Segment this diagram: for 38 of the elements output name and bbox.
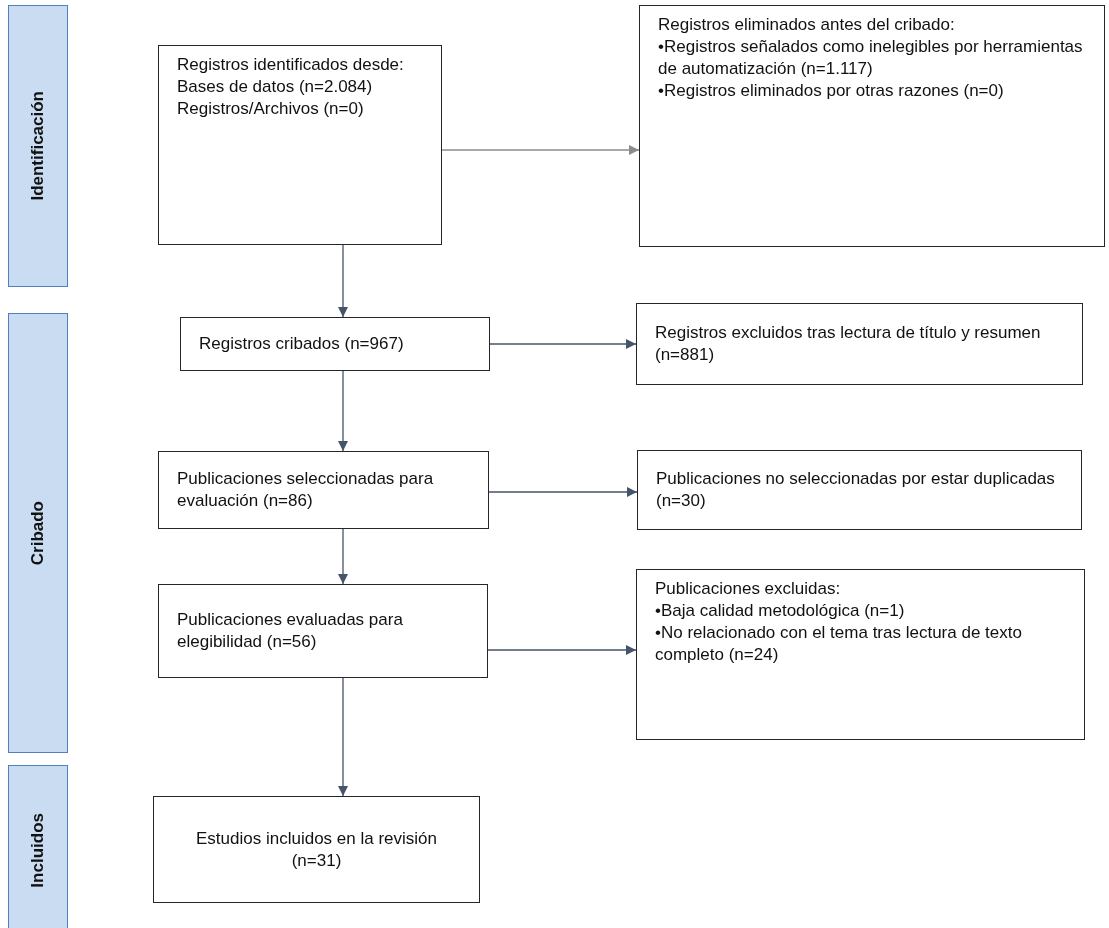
arrow	[338, 528, 348, 585]
box-text: Publicaciones no seleccionadas por estar duplicadas (n=30)	[656, 468, 1056, 512]
arrow	[489, 339, 637, 349]
box-text: Registros cribados (n=967)	[199, 333, 405, 355]
process-box	[158, 584, 488, 678]
arrow	[488, 487, 638, 497]
arrow	[338, 370, 348, 452]
process-box	[636, 303, 1083, 385]
process-box	[180, 317, 490, 371]
process-box	[158, 45, 442, 245]
process-box	[153, 796, 480, 903]
box-text: Registros excluidos tras lectura de título y resumen (n=881)	[655, 322, 1042, 366]
arrow	[487, 645, 637, 655]
stage-label: Incluidos	[28, 812, 48, 888]
box-text: •Baja calidad metodológica (n=1)	[655, 600, 906, 622]
box-text: Publicaciones excluidas:	[655, 578, 842, 600]
arrow	[338, 244, 348, 318]
box-text: Bases de datos (n=2.084)	[177, 76, 374, 98]
process-box	[637, 450, 1082, 530]
box-text: Publicaciones evaluadas para elegibilidad (n=56)	[177, 609, 404, 653]
stage-band	[8, 313, 68, 753]
arrow	[338, 677, 348, 797]
box-text: Publicaciones seleccionadas para evaluación (n=86)	[177, 468, 435, 512]
stage-band	[8, 5, 68, 287]
process-box	[636, 569, 1085, 740]
box-text: Registros/Archivos (n=0)	[177, 98, 365, 120]
box-text: •Registros eliminados por otras razones (n=0)	[658, 80, 1005, 102]
box-text: Registros eliminados antes del cribado:	[658, 14, 956, 36]
process-box	[639, 5, 1105, 247]
stage-label: Cribado	[28, 500, 48, 566]
box-text: •Registros señalados como inelegibles por herramientas de automatización (n=1.117)	[658, 36, 1084, 80]
process-box	[158, 451, 489, 529]
stage-label: Identificación	[28, 91, 48, 201]
arrow	[441, 145, 640, 155]
box-text: •No relacionado con el tema tras lectura de texto completo (n=24)	[655, 622, 1023, 666]
box-text: Registros identificados desde:	[177, 54, 405, 76]
stage-band	[8, 765, 68, 928]
box-text: Estudios incluidos en la revisión (n=31)	[195, 827, 438, 872]
